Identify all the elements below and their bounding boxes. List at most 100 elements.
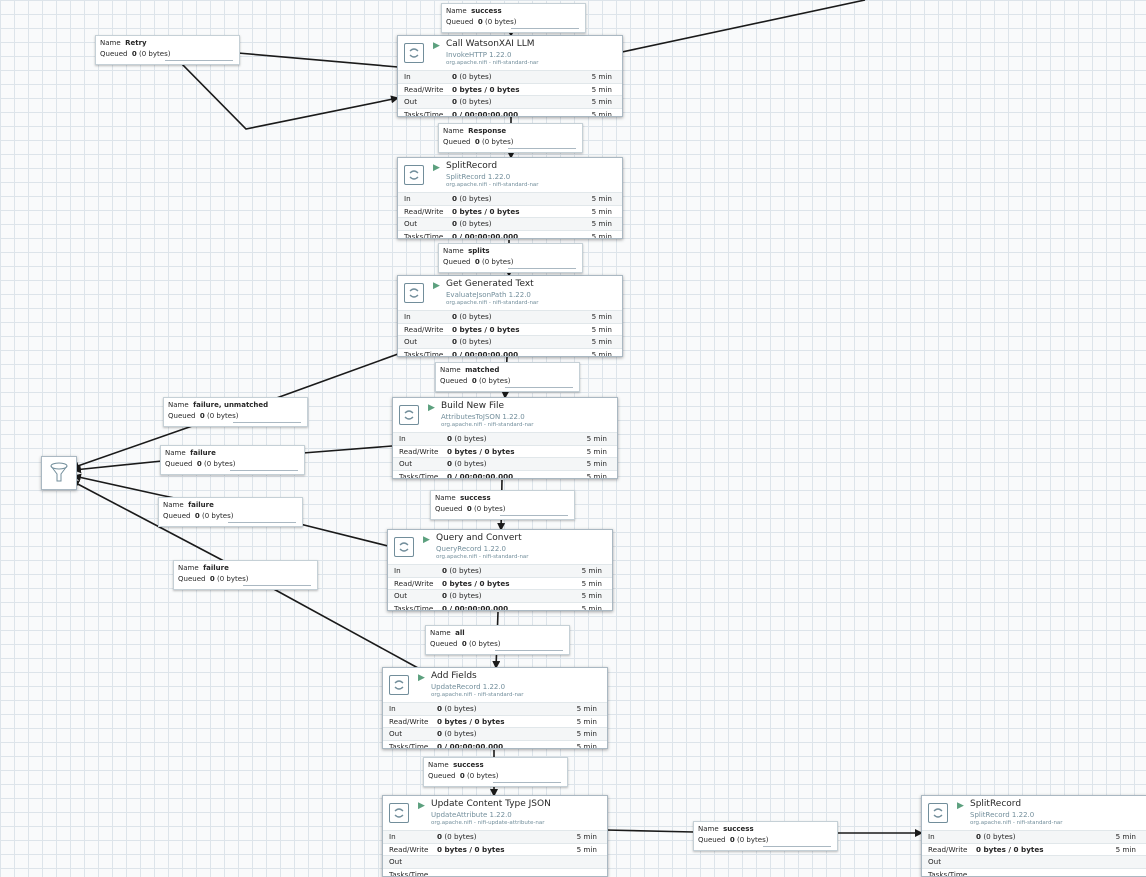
connection-name: Retry — [125, 39, 147, 47]
connection-queued-label: Queued — [100, 50, 127, 58]
stat-label-out: Out — [928, 856, 941, 868]
stat-value-out: 0 (0 bytes) — [452, 218, 492, 230]
stat-label-in: In — [394, 565, 401, 577]
stat-label-read-write: Read/Write — [399, 446, 438, 458]
link-success-4[interactable] — [606, 830, 694, 832]
stat-label-in: In — [399, 433, 406, 445]
stat-value-in: 0 (0 bytes) — [976, 831, 1016, 843]
processor-bundle: org.apache.nifi - nifi-standard-nar — [436, 554, 529, 560]
processor-name: Call WatsonXAI LLM — [446, 39, 535, 49]
stat-time-tasks: 5 min — [592, 231, 612, 240]
link-upper-right[interactable] — [622, 0, 865, 52]
connection-name-row: Name all — [430, 629, 465, 637]
connection-queued-row: Queued 0 (0 bytes) — [443, 138, 513, 146]
processor-name: SplitRecord — [970, 799, 1021, 809]
stat-time-in: 5 min — [577, 703, 597, 715]
running-icon: ▶ — [423, 536, 430, 545]
processor-type: UpdateRecord 1.22.0 — [431, 683, 505, 691]
processor-name: Update Content Type JSON — [431, 799, 551, 809]
stat-value-in: 0 (0 bytes) — [437, 703, 477, 715]
stat-value-in: 0 (0 bytes) — [452, 311, 492, 323]
processor-stats: In 0 (0 bytes) 5 min Read/Write 0 bytes / 0 … — [388, 564, 612, 611]
stat-time-tasks: 5 min — [577, 741, 597, 750]
stat-time-read-write: 5 min — [582, 578, 602, 590]
connection-name: failure — [203, 564, 229, 572]
connection-queued-row: Queued 0 (0 bytes) — [428, 772, 498, 780]
stat-row-out: Out — [922, 855, 1146, 868]
stat-label-read-write: Read/Write — [394, 578, 433, 590]
stat-time-in: 5 min — [592, 71, 612, 83]
connection-name-row: Name Response — [443, 127, 506, 135]
connection-queued-count: 0 — [467, 505, 472, 513]
running-icon: ▶ — [957, 802, 964, 811]
connection-name-label: Name — [430, 629, 451, 637]
stat-time-read-write: 5 min — [592, 324, 612, 336]
stat-time-read-write: 5 min — [577, 844, 597, 856]
stat-label-out: Out — [394, 590, 407, 602]
stat-value-in: 0 (0 bytes) — [452, 71, 492, 83]
connection-name-row: Name failure, unmatched — [168, 401, 268, 409]
stat-value-read-write: 0 bytes / 0 bytes — [437, 844, 504, 856]
stat-label-read-write: Read/Write — [928, 844, 967, 856]
connection-queued-label: Queued — [163, 512, 190, 520]
connection-name-label: Name — [168, 401, 189, 409]
stat-time-tasks: 5 min — [582, 603, 602, 612]
connection-queued-count: 0 — [478, 18, 483, 26]
connection-queued-bytes: (0 bytes) — [482, 258, 513, 266]
stat-label-tasks: Tasks/Time — [928, 869, 967, 877]
connection-name-label: Name — [435, 494, 456, 502]
stat-value-in: 0 (0 bytes) — [437, 831, 477, 843]
funnel[interactable] — [41, 456, 77, 490]
stat-value-read-write: 0 bytes / 0 bytes — [452, 324, 519, 336]
processor-bundle: org.apache.nifi - nifi-update-attribute-… — [431, 820, 545, 826]
stat-value-in: 0 (0 bytes) — [442, 565, 482, 577]
connection-name-label: Name — [163, 501, 184, 509]
connection-name-label: Name — [428, 761, 449, 769]
running-icon: ▶ — [428, 404, 435, 413]
connection-queued-bytes: (0 bytes) — [204, 460, 235, 468]
connection-queued-label: Queued — [446, 18, 473, 26]
stat-value-read-write: 0 bytes / 0 bytes — [442, 578, 509, 590]
connection-name-row: Name failure — [165, 449, 216, 457]
stat-time-tasks: 5 min — [587, 471, 607, 480]
stat-label-read-write: Read/Write — [389, 844, 428, 856]
connection-queued-bytes: (0 bytes) — [737, 836, 768, 844]
